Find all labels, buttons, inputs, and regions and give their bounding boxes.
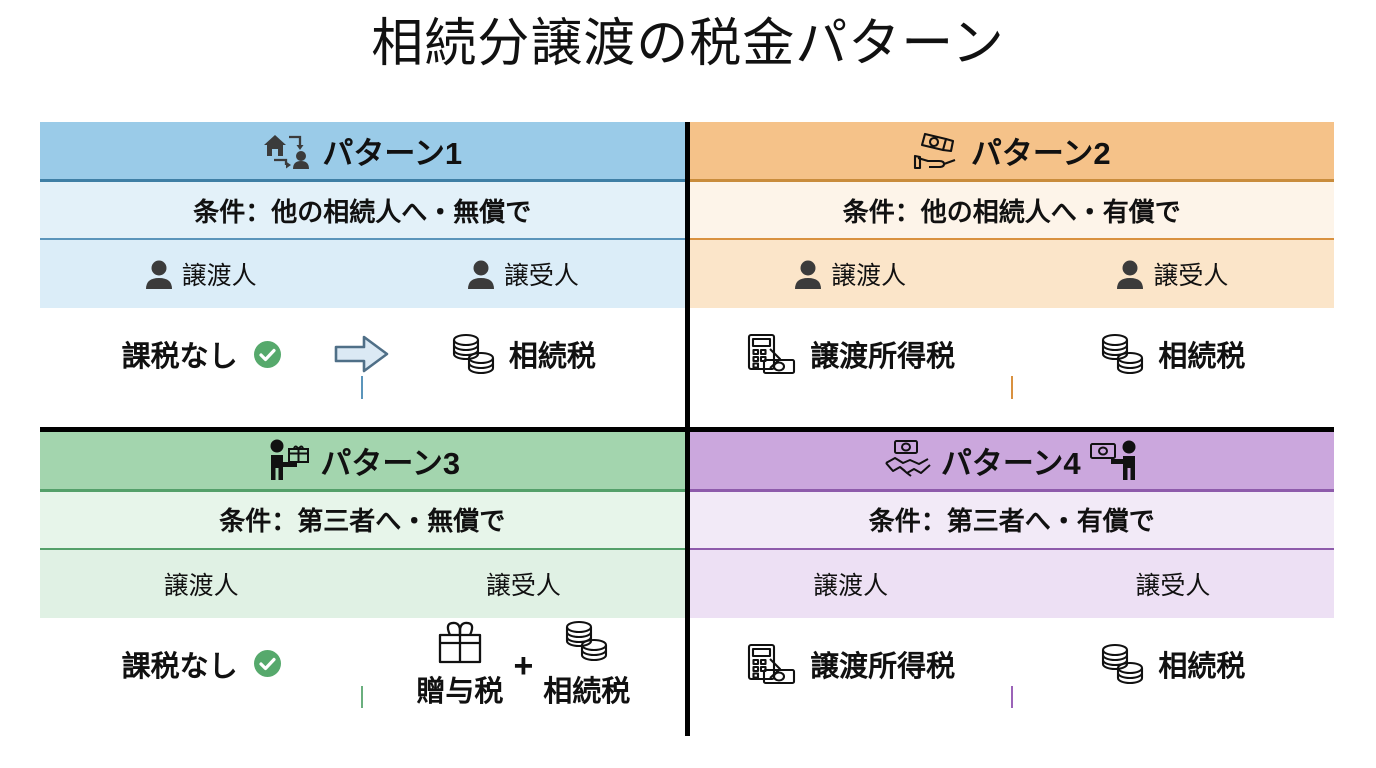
pattern-3-condition: 条件：第三者へ・無償で <box>40 491 685 550</box>
pattern-4-condition: 条件：第三者へ・有償で <box>689 491 1334 550</box>
pattern-1-tax-transferee: 相続税 <box>362 308 684 427</box>
person-gift-icon <box>264 438 312 482</box>
pattern-1-role-transferee: 譲受人 <box>362 240 684 308</box>
pattern-4-header: パターン4 <box>689 431 1334 492</box>
pattern-3-role-transferee-label: 譲受人 <box>485 571 561 600</box>
pattern-2-role-transferor-label: 譲渡人 <box>831 262 907 290</box>
green-check-icon <box>253 650 281 678</box>
pattern-4-tax-row: 譲渡所得税 <box>689 617 1334 737</box>
person-icon <box>795 259 822 289</box>
pattern-2-tax-transferee-label: 相続税 <box>1158 341 1246 374</box>
person-icon <box>145 259 172 289</box>
pattern-1-label: パターン1 <box>322 136 463 171</box>
coins-icon <box>451 332 497 376</box>
pattern-4-divider <box>1010 685 1013 708</box>
pattern-4-tax-transferor: 譲渡所得税 <box>690 618 1012 737</box>
pattern-3-tax-part-gift-label: 贈与税 <box>416 675 504 708</box>
handshake-money-icon <box>883 438 933 482</box>
green-check-icon <box>253 340 281 368</box>
pattern-4-quadrant: パターン4 条件：第三者へ・有償で 譲渡人 譲受人 <box>689 431 1334 737</box>
pattern-3-quadrant: パターン3 条件：第三者へ・無償で 譲渡人 譲受人 課税なし <box>40 431 685 737</box>
pattern-4-label: パターン4 <box>940 445 1081 481</box>
pattern-1-header: パターン1 <box>40 122 685 182</box>
pattern-2-tax-transferor: 譲渡所得税 <box>690 308 1012 427</box>
pattern-3-tax-combo: 贈与税 + <box>416 618 630 710</box>
pattern-2-condition: 条件：他の相続人へ・有償で <box>689 182 1334 240</box>
pattern-3-divider <box>361 685 364 708</box>
pattern-4-role-transferee-label: 譲受人 <box>1135 571 1211 600</box>
pattern-3-role-transferor-label: 譲渡人 <box>163 571 239 600</box>
pattern-4-tax-transferor-label: 譲渡所得税 <box>810 650 956 683</box>
pattern-3-tax-part-gift: 贈与税 <box>416 618 503 710</box>
pattern-4-roles: 譲渡人 譲受人 <box>689 549 1334 618</box>
pattern-3-tax-row: 課税なし <box>40 617 685 737</box>
money-hand-icon <box>913 130 963 172</box>
pattern-2-header: パターン2 <box>689 122 1334 182</box>
pattern-4-tax-transferee: 相続税 <box>1012 618 1334 737</box>
coins-icon <box>562 618 612 666</box>
pattern-2-roles: 譲渡人 譲受人 <box>689 240 1334 308</box>
pattern-3-tax-operator: + <box>513 647 534 686</box>
person-cash-icon <box>1089 438 1141 482</box>
page-title: 相続分譲渡の税金パターン <box>371 15 1005 73</box>
pattern-1-tax-transferee-label: 相続税 <box>508 341 596 374</box>
pattern-2-role-transferor: 譲渡人 <box>690 240 1012 308</box>
pattern-3-tax-transferor: 課税なし <box>40 618 362 737</box>
pattern-1-condition: 条件：他の相続人へ・無償で <box>40 182 685 240</box>
right-arrow-icon <box>334 334 390 374</box>
calculator-money-icon <box>746 332 798 376</box>
pattern-2-role-transferee-label: 譲受人 <box>1153 262 1229 290</box>
pattern-2-label: パターン2 <box>970 136 1111 171</box>
pattern-1-tax-transferor-label: 課税なし <box>121 341 238 374</box>
pattern-1-quadrant: パターン1 条件：他の相続人へ・無償で 譲渡人 <box>40 122 685 427</box>
pattern-1-tax-transferor: 課税なし <box>40 308 362 427</box>
pattern-grid: パターン1 条件：他の相続人へ・無償で 譲渡人 <box>40 122 1334 736</box>
pattern-1-tax-row: 課税なし <box>40 308 685 427</box>
pattern-2-tax-transferee: 相続税 <box>1012 308 1334 427</box>
pattern-1-roles: 譲渡人 譲受人 <box>40 240 685 308</box>
pattern-3-role-transferor: 譲渡人 <box>40 550 362 618</box>
pattern-3-header: パターン3 <box>40 431 685 492</box>
pattern-3-role-transferee: 譲受人 <box>362 550 684 618</box>
pattern-3-roles: 譲渡人 譲受人 <box>40 549 685 618</box>
pattern-2-tax-row: 譲渡所得税 <box>689 308 1334 427</box>
pattern-3-tax-part-inheritance-label: 相続税 <box>543 675 631 708</box>
pattern-1-divider <box>361 376 364 399</box>
calculator-money-icon <box>746 642 798 686</box>
pattern-2-role-transferee: 譲受人 <box>1012 240 1334 308</box>
person-icon <box>467 259 494 289</box>
pattern-1-role-transferor: 譲渡人 <box>40 240 362 308</box>
pattern-3-tax-transferor-label: 課税なし <box>121 650 238 683</box>
pattern-4-role-transferee: 譲受人 <box>1012 550 1334 618</box>
gift-icon <box>433 618 487 666</box>
pattern-4-tax-transferee-label: 相続税 <box>1158 650 1246 683</box>
pattern-4-role-transferor: 譲渡人 <box>690 550 1012 618</box>
pattern-1-role-transferor-label: 譲渡人 <box>181 262 257 290</box>
pattern-3-tax-part-inheritance: 相続税 <box>543 618 630 710</box>
pattern-3-label: パターン3 <box>320 445 461 481</box>
pattern-2-quadrant: パターン2 条件：他の相続人へ・有償で 譲渡人 <box>689 122 1334 427</box>
pattern-4-role-transferor-label: 譲渡人 <box>813 571 889 600</box>
pattern-2-tax-transferor-label: 譲渡所得税 <box>810 341 956 374</box>
coins-icon <box>1100 642 1146 686</box>
pattern-1-arrow <box>334 334 390 374</box>
person-icon <box>1117 259 1144 289</box>
pattern-3-tax-transferee: 贈与税 + <box>362 618 684 737</box>
pattern-1-role-transferee-label: 譲受人 <box>503 262 579 290</box>
pattern-2-divider <box>1010 376 1013 399</box>
coins-icon <box>1100 332 1146 376</box>
house-transfer-icon <box>262 131 314 171</box>
